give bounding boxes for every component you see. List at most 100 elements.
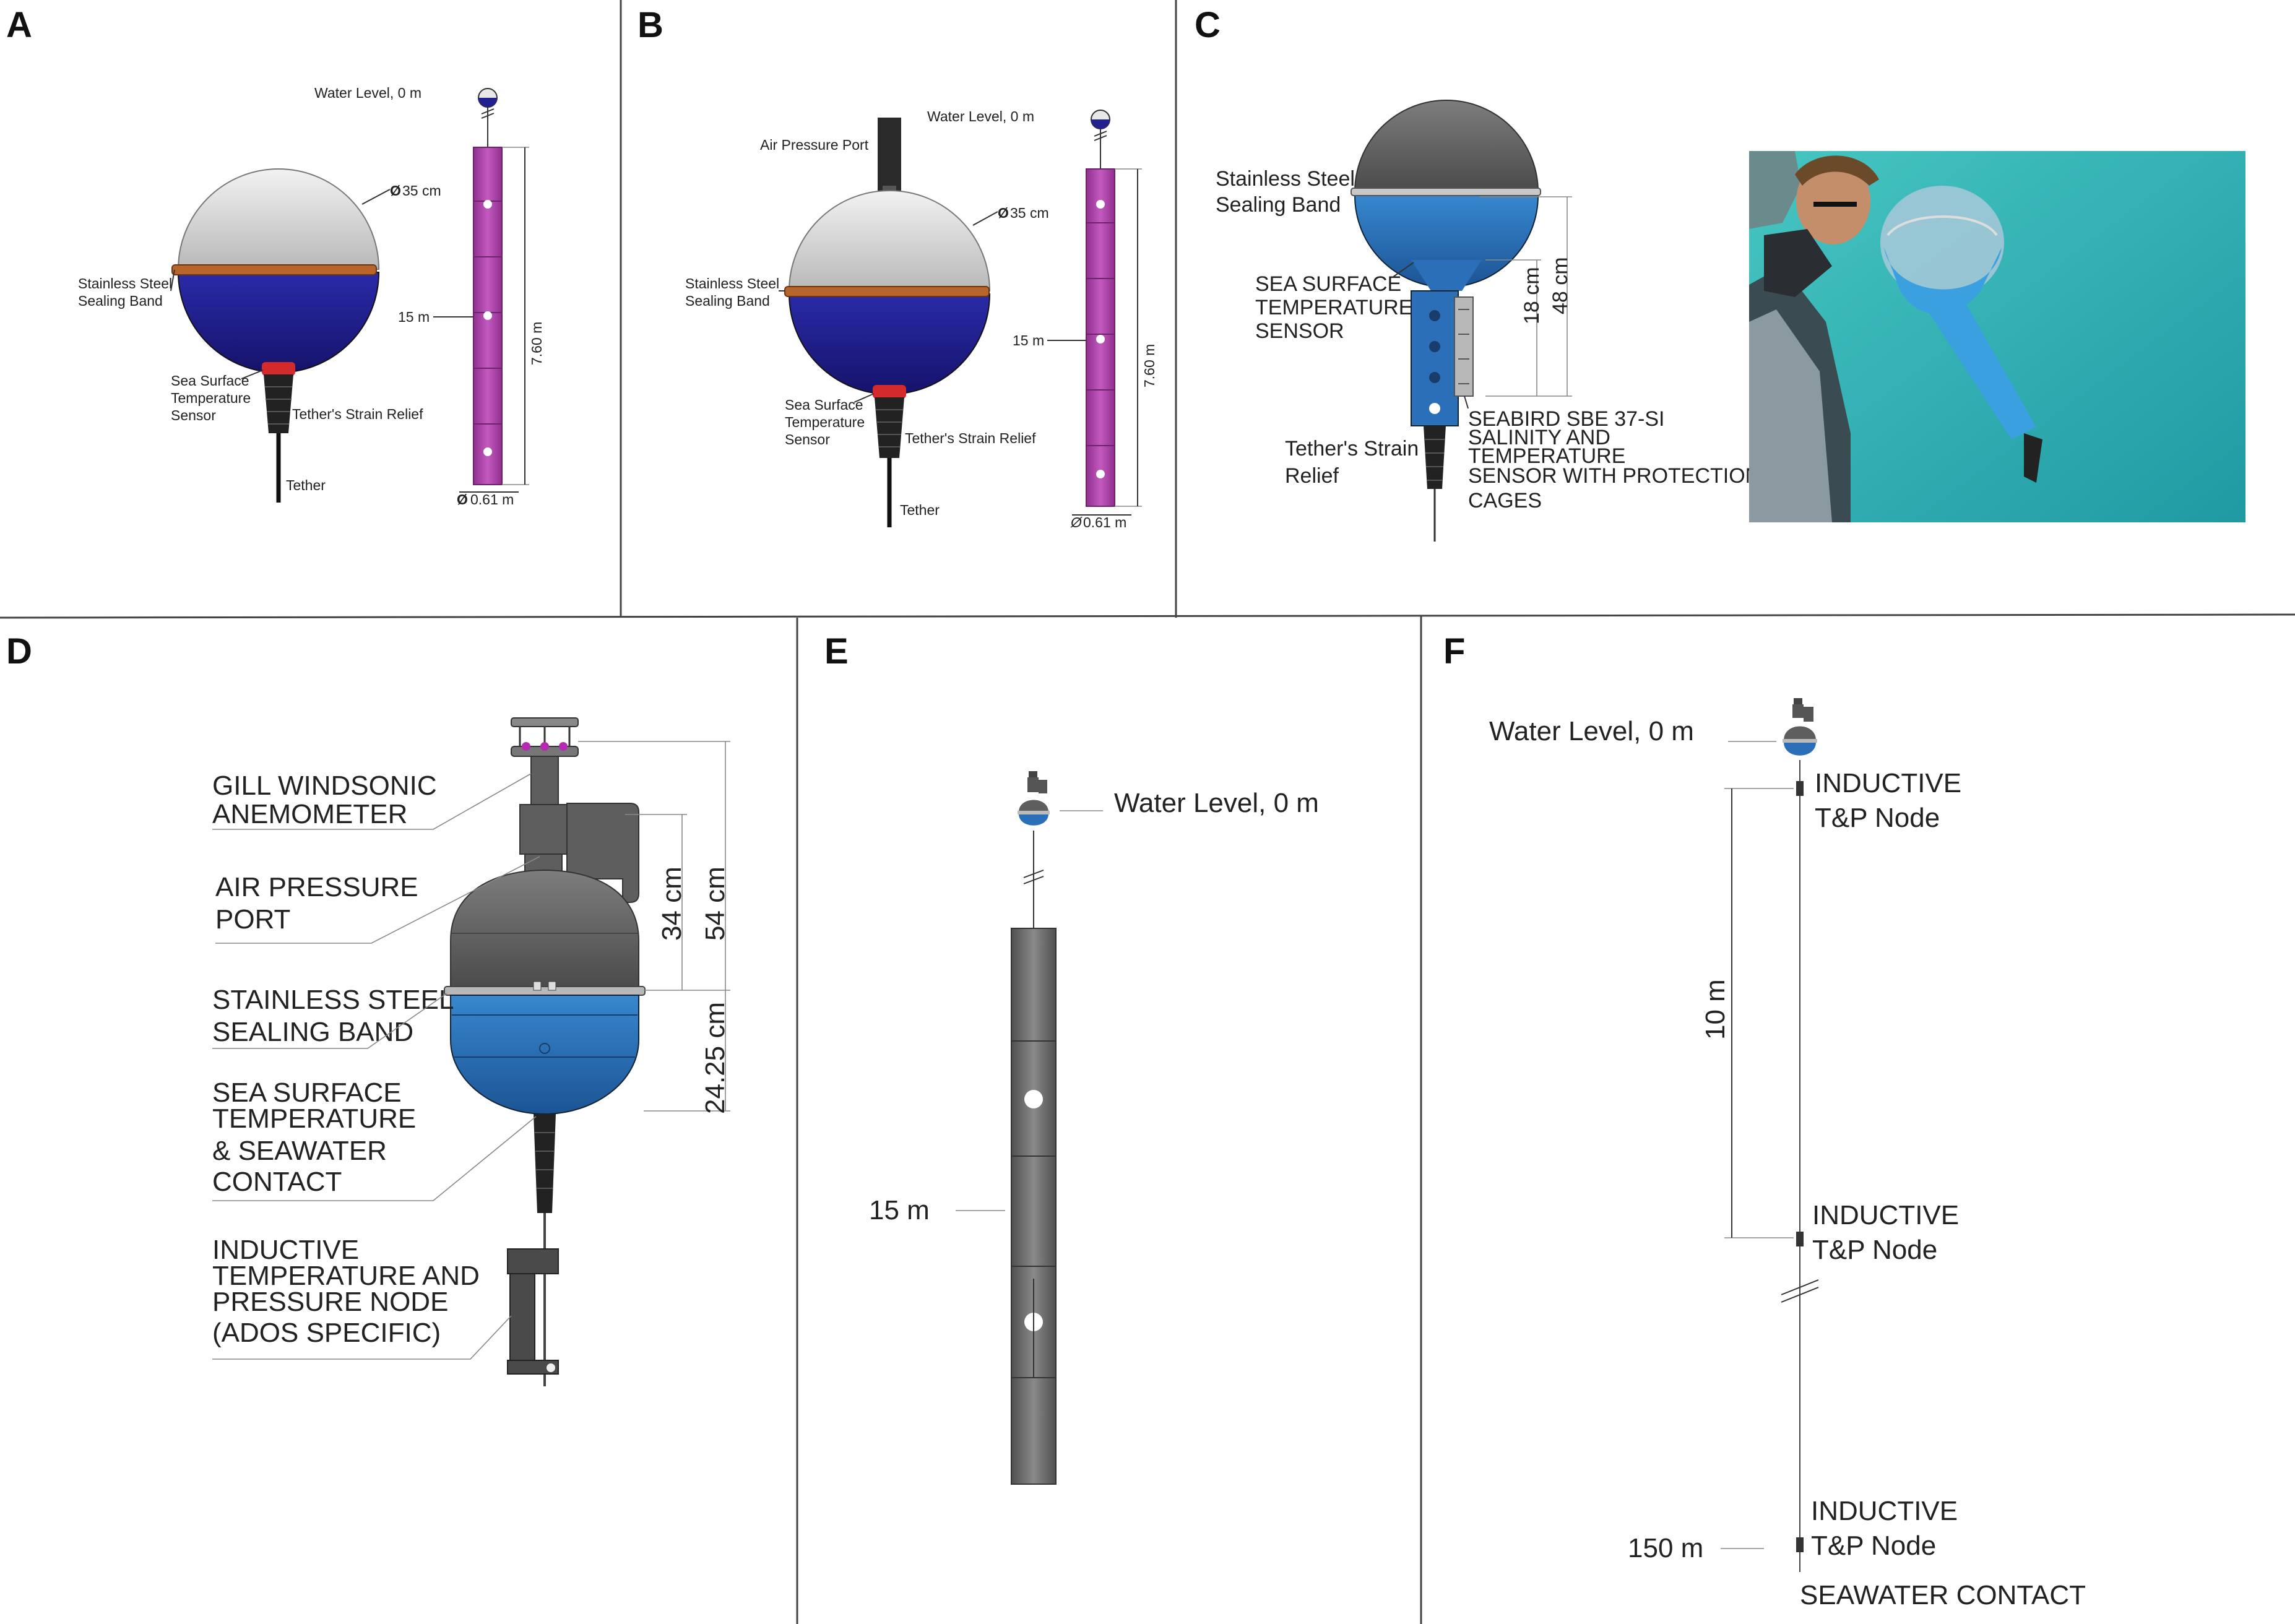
sealing-band (444, 986, 646, 996)
divider-top-bottom (0, 613, 2295, 619)
panel-f: F Water Level, 0 m INDUCTIVE T&P Node IN… (1443, 631, 2086, 1610)
panel-b: B Water Level, 0 m Air Pressure Port Ø 3… (638, 5, 1157, 530)
air-label-2: PORT (215, 904, 290, 935)
band-label-2: SEALING BAND (212, 1017, 413, 1047)
tether-label: Tether (900, 502, 940, 518)
strain-label-1: Tether's Strain (1285, 437, 1419, 460)
band-label-1: Stainless Steel (685, 275, 779, 292)
surface-unit-e (1018, 771, 1050, 928)
diameter-label: 35 cm (1010, 205, 1049, 221)
panel-letter-f: F (1443, 631, 1465, 672)
gill-label-1: GILL WINDSONIC (212, 771, 437, 801)
sst-label-3: Sensor (171, 407, 216, 423)
node2-label-2: T&P Node (1812, 1235, 1937, 1265)
band-label-1: Stainless Steel (1216, 167, 1355, 191)
anemometer-mast (530, 756, 559, 806)
sst-sensor (262, 362, 295, 376)
band-label-2: Sealing Band (78, 293, 163, 309)
photo-seabird-housing (1919, 297, 2036, 439)
surface-unit-f (1783, 698, 1817, 756)
panel-letter-e: E (824, 631, 849, 672)
sst-label-2: TEMPERATURE (212, 1104, 416, 1134)
width-symbol: Ø (1070, 514, 1083, 530)
band-label-1: Stainless Steel (78, 275, 172, 292)
field-photo (1749, 151, 2245, 522)
node2-label-1: INDUCTIVE (1812, 1200, 1959, 1230)
depth-150-label: 150 m (1628, 1533, 1703, 1563)
sst-label-1: SEA SURFACE (1255, 272, 1401, 296)
sst-label-2: Temperature (785, 414, 865, 430)
dim-48-label: 48 cm (1549, 257, 1572, 314)
strain-label-2: Relief (1285, 464, 1339, 488)
sst-label-3: Sensor (785, 431, 830, 447)
width-symbol: Ø (457, 491, 468, 508)
drogue-hole (1096, 470, 1105, 478)
sst-label-1: SEA SURFACE (212, 1078, 402, 1108)
band-label-2: Sealing Band (685, 293, 770, 309)
node-label-4: (ADOS SPECIFIC) (212, 1318, 441, 1348)
sst-label-1: Sea Surface (171, 373, 249, 389)
dim-18-label: 18 cm (1520, 267, 1544, 324)
seawater-label: SEAWATER CONTACT (1800, 1580, 2086, 1610)
strain-label: Tether's Strain Relief (292, 406, 423, 422)
panel-letter-a: A (6, 5, 32, 45)
water-level-label: Water Level, 0 m (314, 85, 421, 101)
dim-54-label: 54 cm (700, 866, 730, 941)
water-level-label: Water Level, 0 m (1114, 788, 1319, 818)
length-label: 7.60 m (1141, 344, 1157, 387)
length-label: 7.60 m (529, 322, 545, 365)
buoy-upper-hull (450, 869, 639, 991)
tp-node-2 (1796, 1232, 1804, 1246)
panel-a: A Water Level, 0 m Ø 35 cm Stainless Ste… (6, 5, 545, 508)
node-label-3: PRESSURE NODE (212, 1287, 448, 1317)
buoy-upper-hemisphere (1354, 100, 1539, 192)
air-port-label: Air Pressure Port (760, 137, 869, 153)
node-label-2: TEMPERATURE AND (212, 1261, 480, 1291)
seabird-label-2: SALINITY AND (1468, 426, 1610, 449)
depth-15-label: 15 m (869, 1195, 930, 1225)
anemometer-top (511, 717, 579, 727)
sst-label-3: & SEAWATER (212, 1136, 387, 1166)
tp-node-3 (1796, 1537, 1804, 1552)
seabird-label-3: TEMPERATURE (1468, 444, 1625, 468)
protection-cage (1454, 296, 1474, 397)
width-label: 0.61 m (1083, 514, 1126, 530)
drogue-hole (483, 447, 492, 456)
sst-label-2: TEMPERATURE (1255, 296, 1412, 319)
buoy-b (784, 118, 991, 527)
panel-letter-d: D (6, 631, 32, 672)
sst-label-4: CONTACT (212, 1167, 342, 1197)
strain-relief (1424, 426, 1446, 489)
inductive-node (507, 1248, 559, 1274)
panel-letter-b: B (638, 5, 663, 45)
drogue-cylinder (1011, 928, 1057, 1485)
node3-label-1: INDUCTIVE (1811, 1496, 1958, 1526)
node1-label-2: T&P Node (1815, 803, 1940, 833)
panel-c: C Stainless Steel Sealing Band S (1195, 5, 2245, 542)
band-label-2: Sealing Band (1216, 193, 1341, 217)
buoy-lower-hull (450, 995, 639, 1115)
drogue-e (1011, 928, 1057, 1485)
sealing-band (784, 286, 990, 297)
strain-relief (534, 1114, 556, 1213)
strain-relief (875, 397, 904, 458)
sst-label-1: Sea Surface (785, 397, 863, 413)
strain-relief (264, 374, 293, 433)
tether-label: Tether (286, 477, 326, 493)
buoy-upper-hemisphere (177, 168, 380, 270)
depth-15-label: 15 m (1013, 332, 1044, 348)
dim-34-label: 34 cm (657, 866, 687, 941)
gill-label-2: ANEMOMETER (212, 799, 407, 829)
diameter-symbol: Ø (390, 183, 401, 199)
node-label-1: INDUCTIVE (212, 1235, 359, 1265)
water-level-label: Water Level, 0 m (927, 108, 1034, 124)
buoy-a (171, 168, 380, 503)
node3-label-2: T&P Node (1811, 1531, 1936, 1561)
width-label: 0.61 m (470, 491, 514, 508)
diameter-symbol: Ø (998, 205, 1009, 221)
node1-label-1: INDUCTIVE (1815, 768, 1961, 798)
photo-buoy-dome (1880, 186, 2004, 300)
sealing-band (1351, 188, 1541, 196)
